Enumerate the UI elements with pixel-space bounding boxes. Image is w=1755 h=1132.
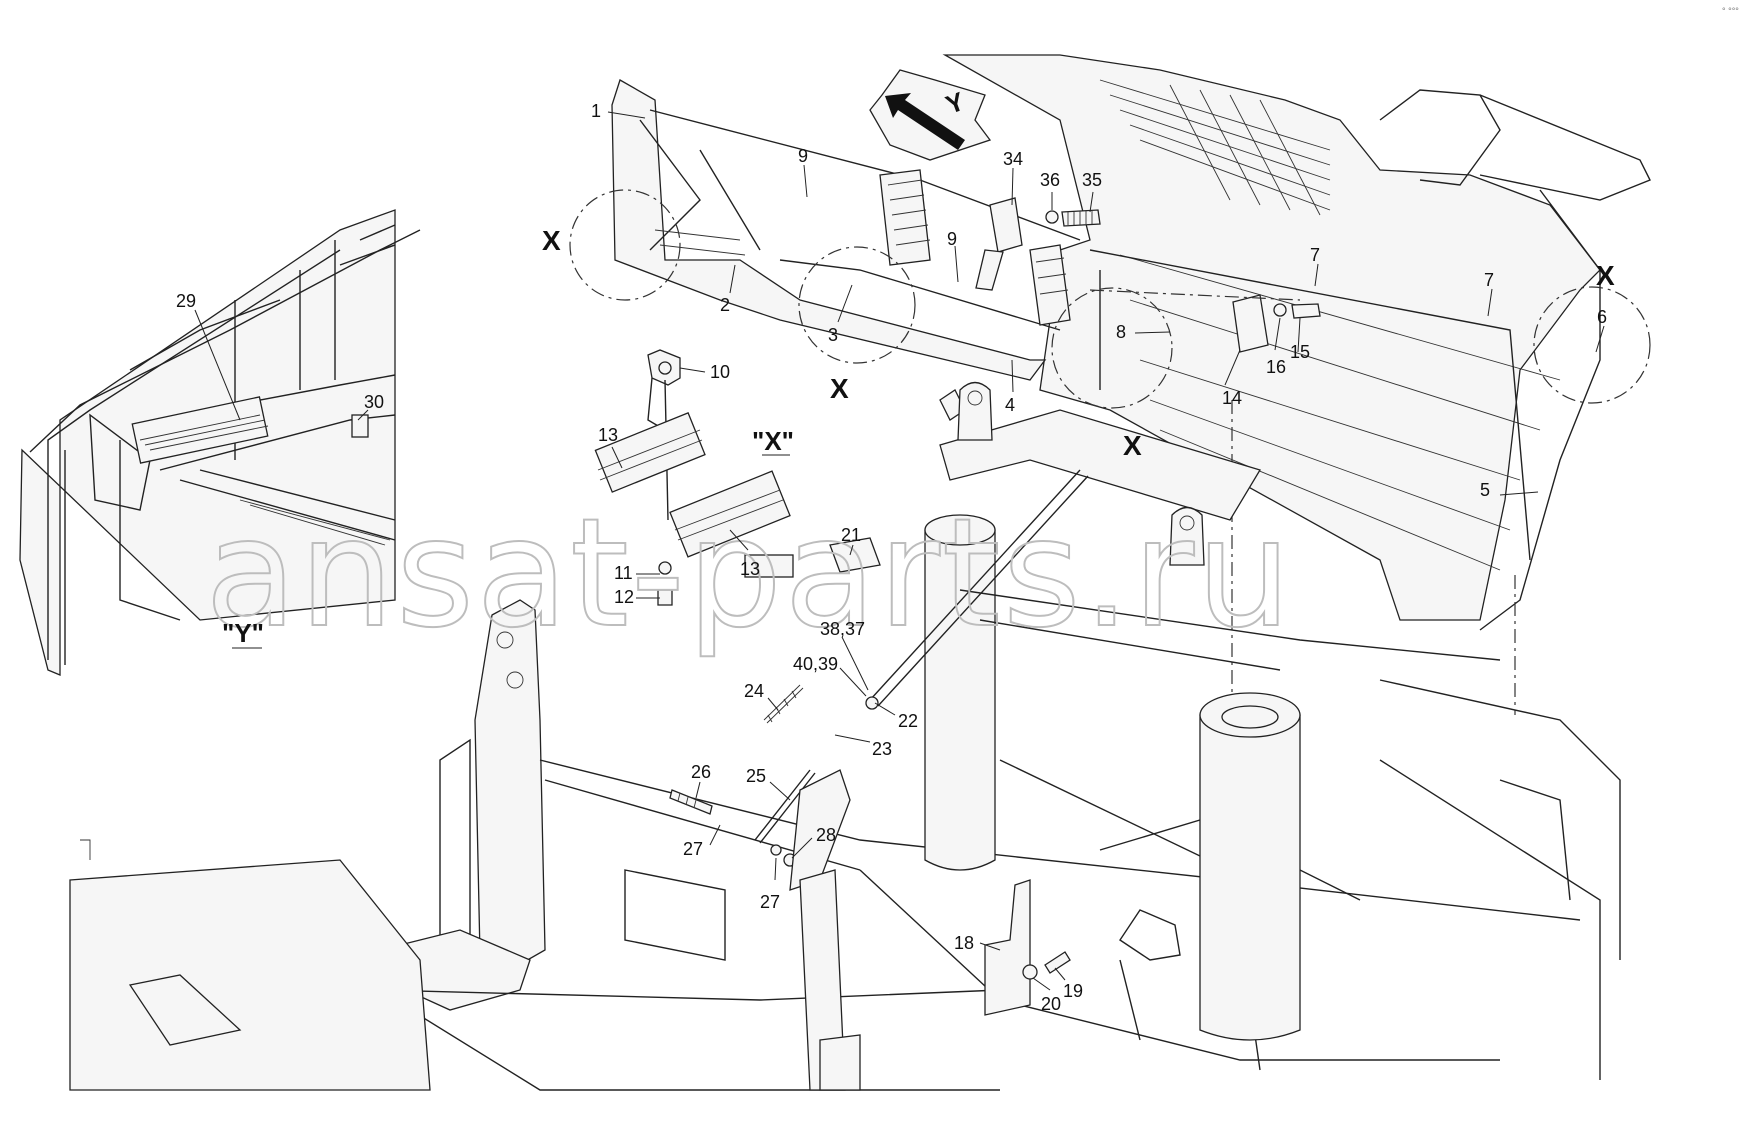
part-number-13b: 13: [740, 559, 760, 579]
part-number-3: 3: [828, 325, 838, 345]
part-number-2: 2: [720, 295, 730, 315]
part-callouts: 1 2 3 4 5 6 7 7 8 9 9 10 11 12 13 13 14: [176, 101, 1607, 1014]
part-number-7a: 7: [1310, 245, 1320, 265]
part-number-8: 8: [1116, 322, 1126, 342]
detail-label-x-4: X: [1596, 260, 1615, 291]
part-number-9b: 9: [947, 229, 957, 249]
part-number-7b: 7: [1484, 270, 1494, 290]
part-number-36: 36: [1040, 170, 1060, 190]
part-number-16: 16: [1266, 357, 1286, 377]
main-frame: [69, 381, 1621, 1091]
part-number-20: 20: [1041, 994, 1061, 1014]
part-number-26: 26: [691, 762, 711, 782]
part-number-6: 6: [1597, 307, 1607, 327]
detail-label-x-2: X: [830, 373, 849, 404]
view-y-label: "Y": [222, 618, 264, 648]
part-number-9a: 9: [798, 146, 808, 166]
part-number-38-37: 38,37: [820, 619, 865, 639]
view-x-detail: [594, 349, 794, 606]
part-number-15: 15: [1290, 342, 1310, 362]
view-y-inset: [19, 209, 421, 676]
part-number-28: 28: [816, 825, 836, 845]
detail-label-x-3: X: [1123, 430, 1142, 461]
part-number-21: 21: [841, 525, 861, 545]
part-number-23: 23: [872, 739, 892, 759]
part-number-10: 10: [710, 362, 730, 382]
part-number-40-39: 40,39: [793, 654, 838, 674]
part-number-24: 24: [744, 681, 764, 701]
part-number-34: 34: [1003, 149, 1023, 169]
part-number-12: 12: [614, 587, 634, 607]
corner-mark: ° °°°: [1722, 6, 1739, 16]
view-x-label: "X": [752, 426, 794, 456]
watermark: ansat-parts.ru: [205, 487, 1293, 661]
part-number-22: 22: [898, 711, 918, 731]
part-number-11: 11: [614, 563, 633, 583]
part-number-1: 1: [591, 101, 601, 121]
part-number-27a: 27: [683, 839, 703, 859]
part-number-29: 29: [176, 291, 196, 311]
detail-label-x-1: X: [542, 225, 561, 256]
part-number-25: 25: [746, 766, 766, 786]
part-number-13a: 13: [598, 425, 618, 445]
part-number-30: 30: [364, 392, 384, 412]
part-number-35: 35: [1082, 170, 1102, 190]
upper-cover-assembly: [611, 54, 1651, 631]
part-number-4: 4: [1005, 395, 1015, 415]
part-number-27b: 27: [760, 892, 780, 912]
part-number-5: 5: [1480, 480, 1490, 500]
part-number-18: 18: [954, 933, 974, 953]
part-number-14: 14: [1222, 388, 1242, 408]
part-number-19: 19: [1063, 981, 1083, 1001]
